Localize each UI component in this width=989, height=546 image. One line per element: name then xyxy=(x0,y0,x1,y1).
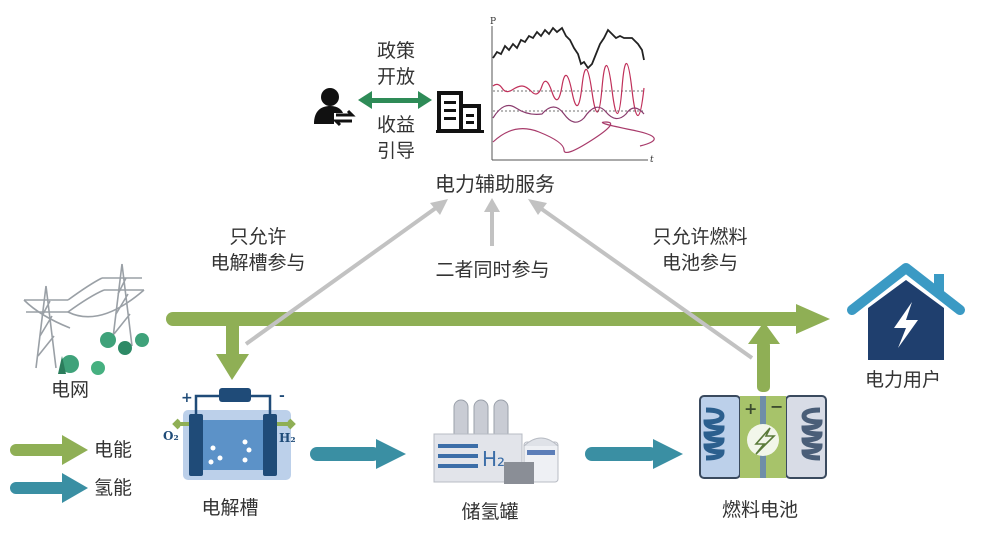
grid-to-electrolyzer-arrow xyxy=(216,318,249,380)
fuelcell-plus: + xyxy=(744,399,757,418)
power-user-label: 电力用户 xyxy=(864,369,941,391)
electrolyzer-to-storage-arrow xyxy=(310,439,406,469)
scenario-electrolyzer-only: 只允许 电解槽参与 xyxy=(188,224,328,276)
policy-open-label: 政策 开放 xyxy=(366,38,426,90)
revenue-line1: 收益 xyxy=(376,114,415,136)
fuelcell-participation-arrow xyxy=(534,203,754,360)
chart-y-label: P xyxy=(490,17,496,27)
slow-fluctuation-curve xyxy=(492,121,655,153)
medium-fluctuation-curve xyxy=(492,105,645,123)
fuel-cell-label: 燃料电池 xyxy=(721,499,798,521)
legend-electric-arrow xyxy=(10,435,88,465)
electrolyzer-icon: + - O₂ H₂ xyxy=(163,388,296,480)
electrolyzer-plus: + xyxy=(181,390,193,406)
storage-to-fuelcell-arrow xyxy=(585,439,683,469)
electrolyzer-label: 电解槽 xyxy=(201,497,259,519)
fuel-cell-icon: + − xyxy=(699,395,827,479)
legend-electric-label: 电能 xyxy=(94,439,133,461)
electrolyzer-participation-arrow xyxy=(244,203,442,346)
fast-fluctuation-curve xyxy=(492,63,645,116)
storage-label: 储氢罐 xyxy=(461,501,519,523)
fuelcell-minus: − xyxy=(770,397,783,416)
hydrogen-storage-icon: H₂ xyxy=(433,399,559,484)
fuelcell-to-bus-arrow xyxy=(748,322,780,392)
electrolyzer-minus: - xyxy=(279,388,285,404)
power-curve-chart: P t xyxy=(490,17,655,165)
legend-hydrogen-arrow xyxy=(10,473,88,503)
power-grid-icon xyxy=(23,263,149,375)
legend-hydrogen-label: 氢能 xyxy=(94,477,133,499)
storage-h2-label: H₂ xyxy=(482,447,505,471)
electrolyzer-participation-arrowhead xyxy=(430,199,448,215)
total-power-curve xyxy=(492,26,645,70)
power-user-house-icon xyxy=(847,263,965,360)
revenue-guide-label: 收益 引导 xyxy=(366,112,426,164)
grid-label: 电网 xyxy=(50,379,89,401)
policy-double-arrow xyxy=(358,91,432,109)
main-power-arrow xyxy=(166,304,830,334)
scenario-fuelcell-only: 只允许燃料 电池参与 xyxy=(630,224,770,276)
fuelcell-participation-arrowhead xyxy=(528,199,547,215)
scenario-right-line2: 电池参与 xyxy=(661,252,738,274)
diagram-title: 电力辅助服务 xyxy=(435,172,555,196)
scenario-both: 二者同时参与 xyxy=(435,259,550,281)
both-participation-arrow xyxy=(484,198,500,246)
user-exchange-icon xyxy=(314,88,356,127)
trees xyxy=(58,332,149,375)
policy-line2: 开放 xyxy=(376,66,415,88)
scenario-right-line1: 只允许燃料 xyxy=(652,226,748,248)
revenue-line2: 引导 xyxy=(376,140,415,162)
scenario-left-line2: 电解槽参与 xyxy=(210,252,306,274)
o2-label: O₂ xyxy=(163,429,179,443)
policy-line1: 政策 xyxy=(376,40,415,62)
bubbles xyxy=(208,439,252,465)
scenario-left-line1: 只允许 xyxy=(229,226,287,248)
h2-label: H₂ xyxy=(279,431,296,445)
chart-x-label: t xyxy=(650,155,654,165)
building-icon xyxy=(436,91,484,133)
